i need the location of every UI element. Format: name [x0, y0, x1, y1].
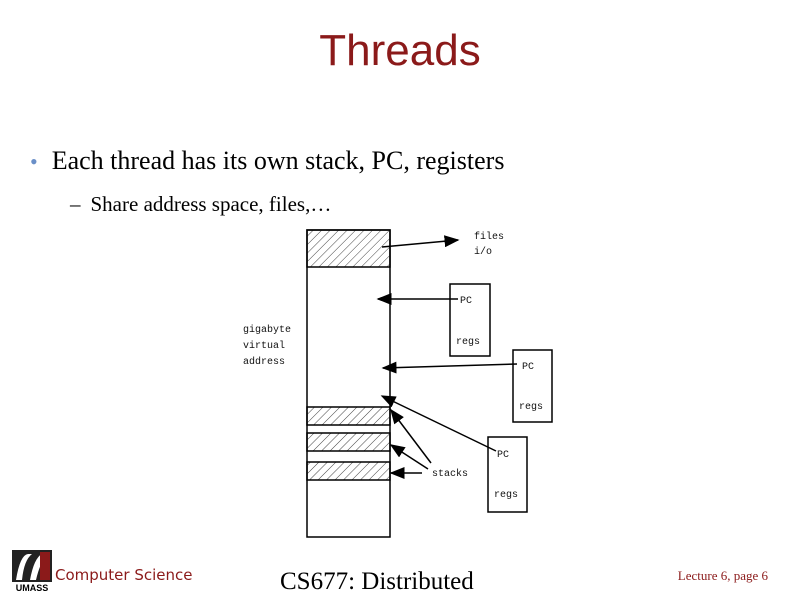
svg-text:UMASS: UMASS [16, 583, 49, 592]
thread-box-1 [449, 283, 491, 357]
address-label-2: virtual [243, 340, 285, 352]
course-title: CS677: Distributed [280, 568, 474, 595]
page-number: Lecture 6, page 6 [677, 568, 768, 583]
regs-label: regs [519, 402, 543, 413]
thread-box-3 [487, 436, 528, 513]
pc-arrow-3 [380, 395, 497, 452]
pc-label: PC [497, 450, 509, 461]
stack-arrow-2 [389, 444, 429, 470]
regs-label: regs [456, 337, 480, 348]
bullet-text: Each thread has its own stack, PC, regis… [51, 146, 505, 175]
bullet-icon: • [30, 149, 38, 174]
regs-label: regs [494, 490, 518, 501]
umass-logo: UMASS [12, 550, 52, 592]
pc-label: PC [522, 362, 534, 373]
slide-title: Threads [319, 26, 481, 75]
sub-bullet-1: –Share address space, files,… [70, 192, 331, 217]
address-space [306, 229, 391, 538]
files-arrow [381, 235, 460, 248]
stack-arrow-1 [390, 408, 432, 464]
dash-icon: – [70, 192, 81, 216]
address-label-3: address [243, 356, 285, 368]
files-region [306, 229, 391, 268]
address-label-1: gigabyte [243, 324, 291, 336]
bullet-1: • Each thread has its own stack, PC, regi… [30, 146, 504, 176]
pc-label: PC [460, 296, 472, 307]
io-label: i/o [474, 246, 492, 258]
stacks-label: stacks [432, 468, 468, 480]
pc-arrow-2 [381, 361, 518, 374]
department-name: Computer Science [55, 566, 193, 584]
files-label: files [474, 231, 504, 243]
stack-3 [306, 461, 391, 481]
stack-1 [306, 406, 391, 426]
stack-2 [306, 432, 391, 452]
thread-box-2 [512, 349, 553, 423]
sub-bullet-text: Share address space, files,… [90, 192, 332, 216]
